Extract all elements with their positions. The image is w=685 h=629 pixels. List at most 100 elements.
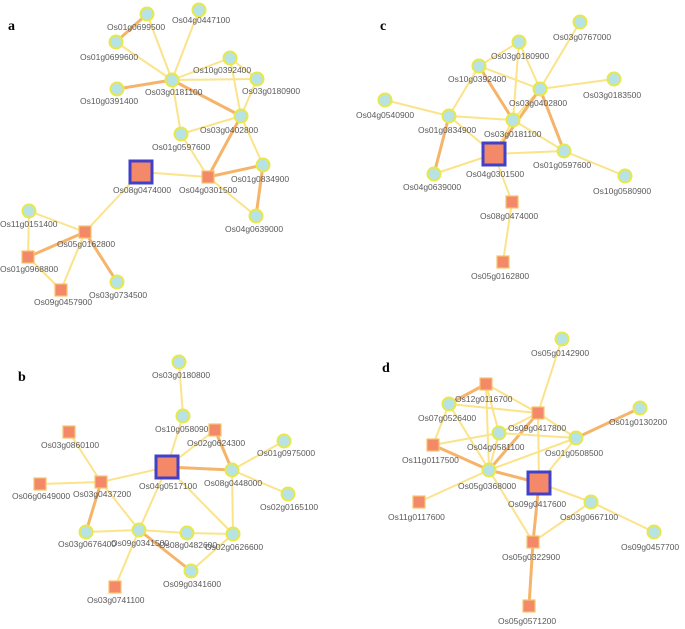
gene-circle-node <box>109 274 125 290</box>
gene-circle-node <box>249 71 265 87</box>
node-label: Os12g0116700 <box>455 394 513 404</box>
network-node: Os05g0571200 <box>498 599 556 626</box>
gene-square-node <box>479 377 493 391</box>
gene-square-node <box>94 475 108 489</box>
gene-circle-node <box>505 112 521 128</box>
node-label: Os11g0117600 <box>388 512 445 522</box>
hub-gene-node <box>526 470 552 496</box>
node-label: Os04g0301500 <box>179 185 237 195</box>
edge <box>448 115 514 121</box>
edge <box>85 529 140 533</box>
gene-circle-node <box>183 563 199 579</box>
gene-circle-node <box>511 34 527 50</box>
node-label: Os03g0741100 <box>87 595 145 605</box>
network-node: Os11g0151400 <box>0 203 58 229</box>
edge <box>485 383 539 414</box>
gene-circle-node <box>191 2 207 18</box>
node-label: Os01g0968800 <box>0 264 58 274</box>
node-label: Os03g0667100 <box>560 512 618 522</box>
gene-square-node <box>62 425 76 439</box>
network-node: Os01g0699600 <box>80 34 138 62</box>
edge <box>116 78 173 91</box>
node-label: Os09g0341500 <box>111 538 169 548</box>
node-label: Os09g0417600 <box>508 499 566 509</box>
node-label: Os03g0402800 <box>509 98 567 108</box>
network-node: Os03g0860100 <box>41 425 99 450</box>
gene-circle-node <box>164 72 180 88</box>
gene-square-node <box>201 170 215 184</box>
edge <box>254 164 265 217</box>
node-label: Os04g0581100 <box>467 442 525 452</box>
node-label: Os10g0580900 <box>155 424 213 434</box>
edge <box>27 230 86 259</box>
network-node: Os01g0699500 <box>107 6 165 32</box>
panel-b-letter: b <box>18 370 26 385</box>
node-label: Os04g0540900 <box>356 110 414 120</box>
gene-circle-node <box>171 354 187 370</box>
network-node: Os08g0474000 <box>480 195 538 221</box>
gene-circle-node <box>532 81 548 97</box>
gene-circle-node <box>583 494 599 510</box>
panel-b: b Os03g0180800Os10g0580900Os02g0624300Os… <box>12 354 318 605</box>
edge <box>60 231 86 291</box>
edge <box>502 201 513 263</box>
node-label: Os01g0975000 <box>257 448 315 458</box>
network-node: Os10g0580900 <box>155 408 213 434</box>
edge <box>532 501 592 543</box>
node-label: Os06g0649000 <box>12 491 70 501</box>
edge <box>418 469 490 503</box>
network-node: Os04g0540900 <box>356 92 414 120</box>
network-node: Os01g0834900 <box>231 157 289 184</box>
gene-circle-node <box>233 108 249 124</box>
node-label: Os05g0368000 <box>458 481 516 491</box>
panel-d-letter: d <box>382 361 390 376</box>
node-label: Os05g0162800 <box>57 239 115 249</box>
network-node: Os03g0183500 <box>583 71 641 100</box>
node-label: Os03g0183500 <box>583 90 641 100</box>
edge <box>180 115 242 135</box>
gene-circle-node <box>426 166 442 182</box>
network-node: Os01g0597600 <box>152 126 210 152</box>
edge <box>538 88 566 152</box>
edge <box>68 431 102 483</box>
node-label: Os01g0130200 <box>609 417 667 427</box>
gene-square-node <box>531 406 545 420</box>
gene-circle-node <box>617 168 633 184</box>
node-label: Os10g0391400 <box>80 96 138 106</box>
gene-square-node <box>108 580 122 594</box>
network-node: Os09g0417800 <box>508 406 566 433</box>
edge <box>171 78 242 118</box>
edge <box>539 21 581 90</box>
edge <box>448 403 490 471</box>
network-node: Os09g0341500 <box>111 522 169 548</box>
edge <box>478 41 520 67</box>
node-label: Os09g0341600 <box>163 579 221 589</box>
gene-square-node <box>496 255 510 269</box>
network-node: Os03g0180900 <box>242 71 300 96</box>
edge <box>100 481 140 531</box>
network-node: Os09g0457900 <box>34 283 92 307</box>
network-node: Os09g0417600 <box>508 470 566 509</box>
network-node: Os10g0391400 <box>80 81 138 106</box>
edge <box>590 501 655 533</box>
node-label: Os03g0767000 <box>553 32 611 42</box>
edge <box>432 443 490 472</box>
edge <box>527 541 535 607</box>
node-label: Os01g0834900 <box>418 125 476 135</box>
network-node: Os03g0181100 <box>484 112 542 139</box>
edge <box>83 231 119 283</box>
node-label: Os01g0597600 <box>152 142 210 152</box>
panel-a-nodes: Os01g0699500Os04g0447100Os01g0699600Os10… <box>0 2 300 307</box>
hub-gene-node <box>128 159 154 185</box>
edge <box>207 176 257 217</box>
hub-gene-node <box>481 141 507 167</box>
network-node: Os01g0968800 <box>0 250 58 274</box>
edge <box>27 210 30 258</box>
network-node: Os03g0767000 <box>553 14 611 42</box>
edge <box>485 383 490 471</box>
network-node: Os05g0322900 <box>502 535 560 562</box>
network-node: Os05g0162800 <box>471 255 529 281</box>
network-node: Os08g0448000 <box>204 462 262 488</box>
node-label: Os03g0676400 <box>58 539 116 549</box>
edge <box>487 412 540 471</box>
